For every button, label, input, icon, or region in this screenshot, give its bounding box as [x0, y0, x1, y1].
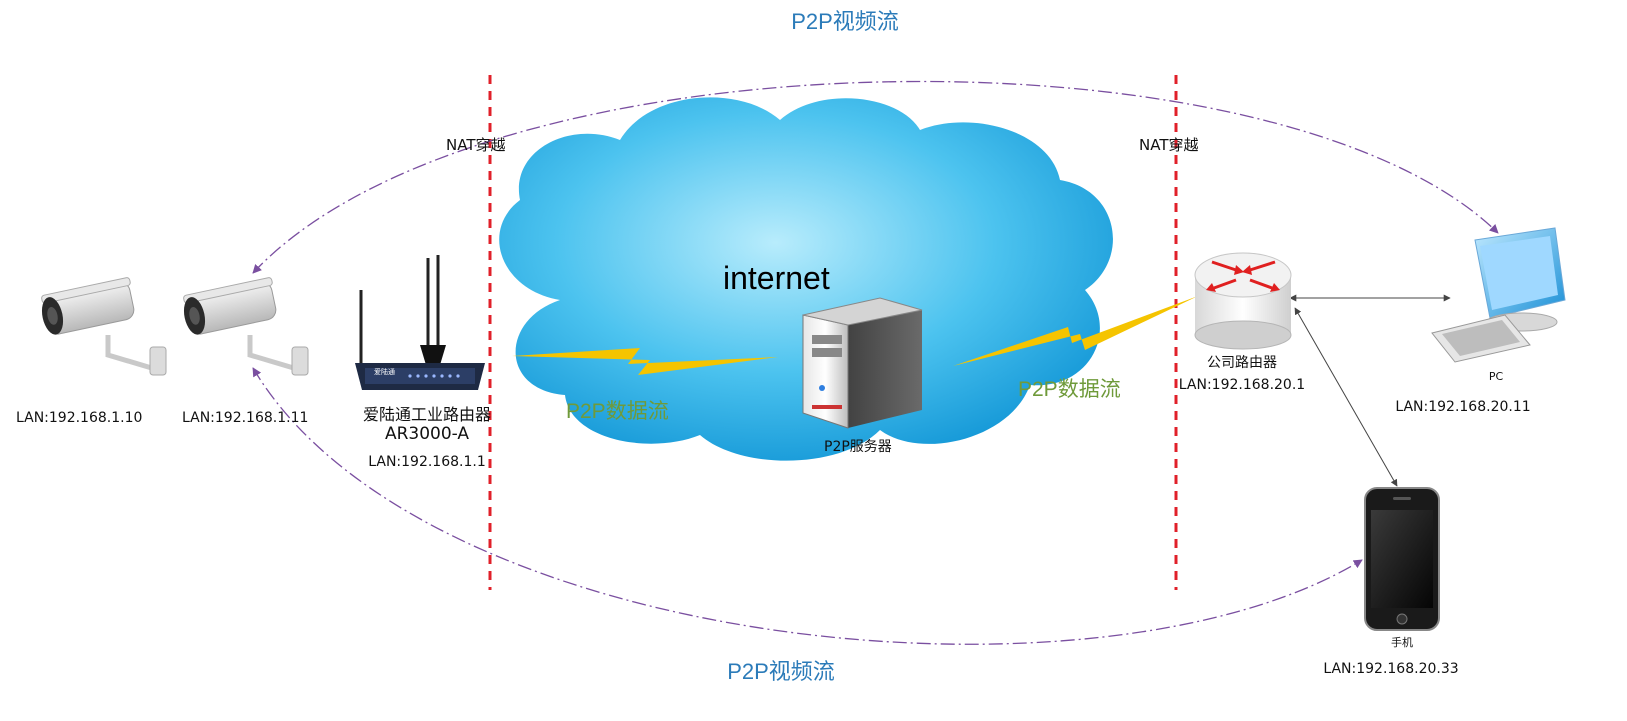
pc-icon — [1431, 227, 1566, 363]
pc-lan: LAN:192.168.20.11 — [1395, 399, 1531, 415]
industrial-router-name: 爱陆通工业路由器 — [362, 405, 492, 424]
internet-label: internet — [723, 260, 830, 296]
video-flow-top-label: P2P视频流 — [791, 9, 899, 34]
camera-1-lan: LAN:192.168.1.10 — [16, 410, 143, 426]
camera-1 — [41, 277, 167, 376]
link-router-phone — [1294, 307, 1398, 487]
data-flow-left-label: P2P数据流 — [566, 400, 669, 423]
p2p-server-label: P2P服务器 — [824, 439, 892, 455]
phone-label: 手机 — [1391, 636, 1413, 649]
phone-icon — [1364, 487, 1440, 631]
industrial-router-lan: LAN:192.168.1.1 — [368, 454, 486, 470]
camera-2 — [183, 277, 309, 376]
company-router-icon — [1194, 252, 1292, 350]
video-flow-bottom-label: P2P视频流 — [727, 659, 835, 684]
industrial-router-brand: 爱陆通 — [374, 368, 395, 376]
industrial-router-icon — [355, 255, 485, 390]
data-flow-right-label: P2P数据流 — [1018, 378, 1121, 401]
video-flow-arc-bottom — [252, 367, 1363, 645]
company-router-lan: LAN:192.168.20.1 — [1178, 377, 1306, 393]
lightning-right — [953, 296, 1198, 366]
company-router-name: 公司路由器 — [1207, 355, 1277, 371]
video-flow-arc-top — [252, 80, 1499, 274]
nat-traversal-left-label: NAT穿越 — [446, 136, 506, 154]
nat-traversal-right-label: NAT穿越 — [1139, 136, 1199, 154]
lightning-left — [512, 348, 778, 375]
phone-lan: LAN:192.168.20.33 — [1323, 661, 1459, 677]
p2p-server-icon — [802, 297, 923, 429]
camera-2-lan: LAN:192.168.1.11 — [182, 410, 309, 426]
industrial-router-model: AR3000-A — [384, 424, 470, 444]
pc-label: PC — [1488, 370, 1504, 383]
